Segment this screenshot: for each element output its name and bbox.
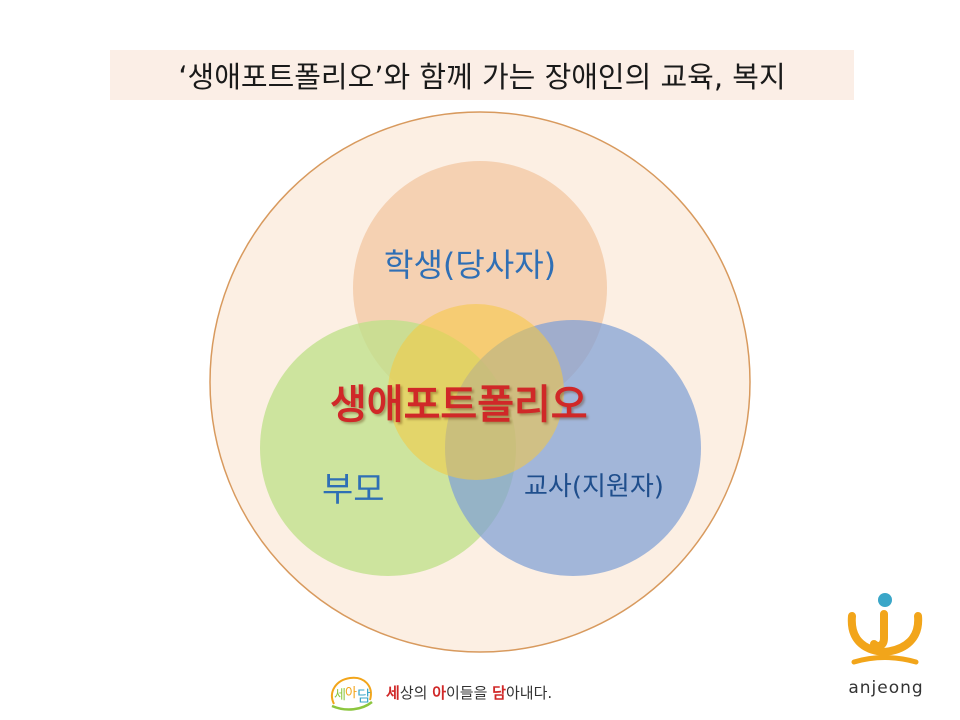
footer: 세 아 담 세상의 아이들을 담아내다.: [326, 672, 552, 712]
svg-text:세: 세: [334, 688, 346, 703]
center-label: 생애포트폴리오: [330, 382, 588, 428]
svg-text:담: 담: [357, 687, 371, 705]
anjeong-logo-icon: [847, 593, 923, 665]
title-bar: ‘생애포트폴리오’와 함께 가는 장애인의 교육, 복지: [110, 50, 854, 100]
page-title: ‘생애포트폴리오’와 함께 가는 장애인의 교육, 복지: [178, 60, 786, 94]
anjeong-brand: anjeong: [836, 590, 936, 702]
slogan-part: 아내다.: [505, 683, 553, 702]
parent-label: 부모: [322, 470, 385, 510]
slogan-part: 담: [492, 683, 506, 702]
slogan-part: 아: [432, 683, 446, 702]
seadam-logo-icon: 세 아 담: [331, 676, 373, 711]
student-label: 학생(당사자): [384, 246, 557, 284]
slogan-part: 세: [386, 683, 400, 702]
center-circle: [388, 304, 564, 480]
footer-slogan: 세상의 아이들을 담아내다.: [386, 682, 552, 703]
teacher-label: 교사(지원자): [524, 472, 664, 502]
seadam-logo: 세 아 담: [326, 672, 376, 712]
slogan-part: 이들을: [446, 683, 493, 702]
svg-text:아: 아: [345, 686, 357, 701]
slogan-part: 상의: [399, 683, 433, 702]
brand-name: anjeong: [848, 678, 924, 698]
